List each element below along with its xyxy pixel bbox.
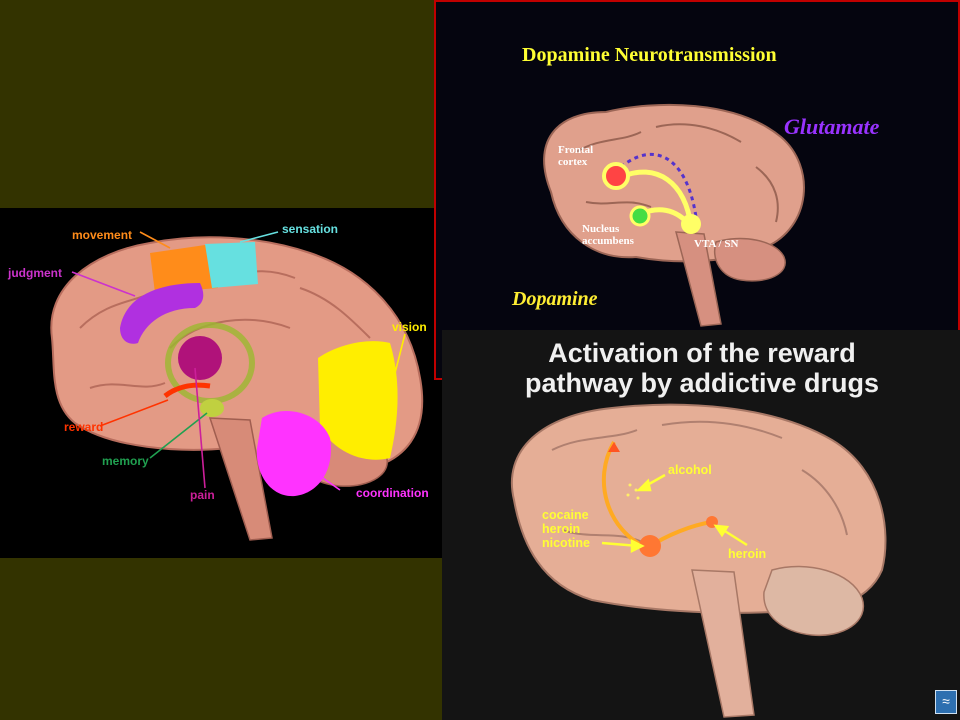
reward-title-line2: pathway by addictive drugs <box>524 368 880 398</box>
vta-sn-label: VTA / SN <box>694 238 739 250</box>
brain-regions-svg <box>50 231 424 541</box>
glutamate-pathway <box>620 152 698 218</box>
label-pain: pain <box>190 488 215 502</box>
reward-brain-stem <box>691 569 755 718</box>
region-movement <box>150 244 218 293</box>
cocaine-label: cocaine <box>542 508 589 522</box>
region-memory <box>200 399 224 417</box>
frontal-cortex-node <box>602 162 630 190</box>
dopamine-title: Dopamine Neurotransmission <box>522 44 777 66</box>
vta-sn-node <box>681 214 701 234</box>
cocaine-heroin-nicotine-label: cocaine heroin nicotine <box>542 508 590 550</box>
label-sensation: sensation <box>282 222 339 236</box>
label-coordination: coordination <box>356 486 429 500</box>
frontal-cortex-line2: cortex <box>558 156 588 168</box>
nicotine-label: nicotine <box>542 536 590 550</box>
dopamine-brain-svg <box>543 103 805 327</box>
heroin-label-right: heroin <box>728 547 767 561</box>
glutamate-label: Glutamate <box>784 114 880 139</box>
nucleus-accumbens-node <box>629 205 651 227</box>
mesocortical-pathway <box>601 440 648 550</box>
dopamine-label: Dopamine <box>512 288 598 310</box>
frontal-cortex-label: Frontal cortex <box>558 144 593 168</box>
label-reward: reward <box>64 420 104 434</box>
region-thalamus <box>178 336 222 380</box>
dopamine-cerebellum <box>714 237 786 282</box>
reward-pathway-panel: Activation of the reward pathway by addi… <box>442 330 960 720</box>
dopamine-panel: Dopamine Neurotransmission Glutamate Dop… <box>434 0 960 380</box>
reward-title: Activation of the reward pathway by addi… <box>512 338 892 398</box>
label-judgment: judgment <box>8 266 62 280</box>
dopamine-brain-stem <box>675 231 722 327</box>
label-memory: memory <box>102 454 149 468</box>
region-judgment <box>120 283 204 344</box>
nucleus-accumbens-label: Nucleus accumbens <box>582 223 634 247</box>
reward-brain-svg <box>510 403 887 718</box>
reward-cerebellum <box>763 565 865 637</box>
publisher-logo-icon: ≈ <box>935 690 957 714</box>
vta-activation-site <box>639 535 661 557</box>
region-sensation <box>205 242 258 288</box>
label-movement: movement <box>72 228 133 242</box>
brain-regions-panel: movement sensation judgment vision rewar… <box>0 208 442 558</box>
region-vision <box>318 341 398 460</box>
label-vision: vision <box>392 320 427 334</box>
alcohol-label: alcohol <box>668 463 712 477</box>
nucleus-accumbens-line1: Nucleus <box>582 223 620 235</box>
reward-title-line1: Activation of the reward <box>548 338 856 368</box>
nucleus-accumbens-line2: accumbens <box>582 235 634 247</box>
region-reward <box>163 382 211 399</box>
region-coordination <box>256 410 331 497</box>
heroin-label-left: heroin <box>542 522 581 536</box>
brain-stem <box>208 417 273 541</box>
frontal-cortex-line1: Frontal <box>558 144 594 156</box>
